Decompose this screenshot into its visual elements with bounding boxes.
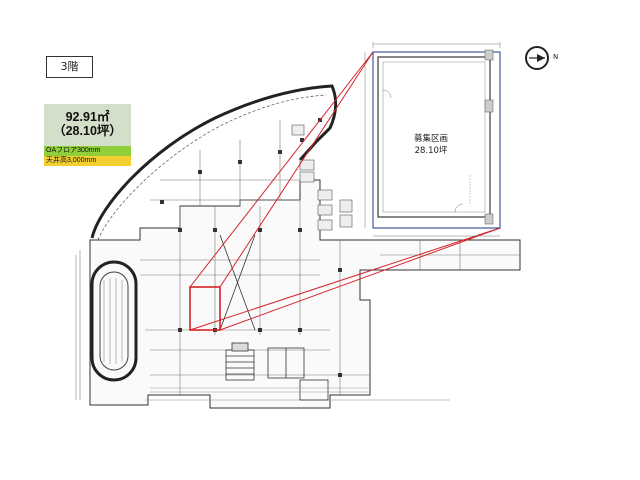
area-info-panel: 92.91㎡ （28.10坪） OAフロア300mm 天井高3,000mm	[44, 104, 131, 166]
compass-north-label: N	[553, 53, 559, 61]
area-sqm: 92.91㎡	[65, 110, 110, 124]
oval-atrium	[90, 260, 138, 382]
zoom-title: 募集区画 28.10坪	[396, 133, 466, 157]
compass-icon	[525, 46, 549, 70]
area-size-box: 92.91㎡ （28.10坪）	[44, 104, 131, 146]
building-outline	[90, 84, 338, 239]
highlighted-unit	[189, 286, 221, 331]
floor-label: 3階	[46, 56, 93, 78]
zoom-size-text: 28.10坪	[414, 146, 448, 156]
projection-lines	[189, 51, 501, 331]
area-tsubo: （28.10坪）	[53, 124, 122, 138]
oa-floor-label: OAフロア300mm	[44, 146, 131, 156]
zoom-title-text: 募集区画	[413, 134, 448, 144]
building-outline-inner	[97, 94, 327, 241]
zoom-plan	[364, 42, 501, 237]
ceiling-height-label: 天井高3,000mm	[44, 156, 131, 166]
